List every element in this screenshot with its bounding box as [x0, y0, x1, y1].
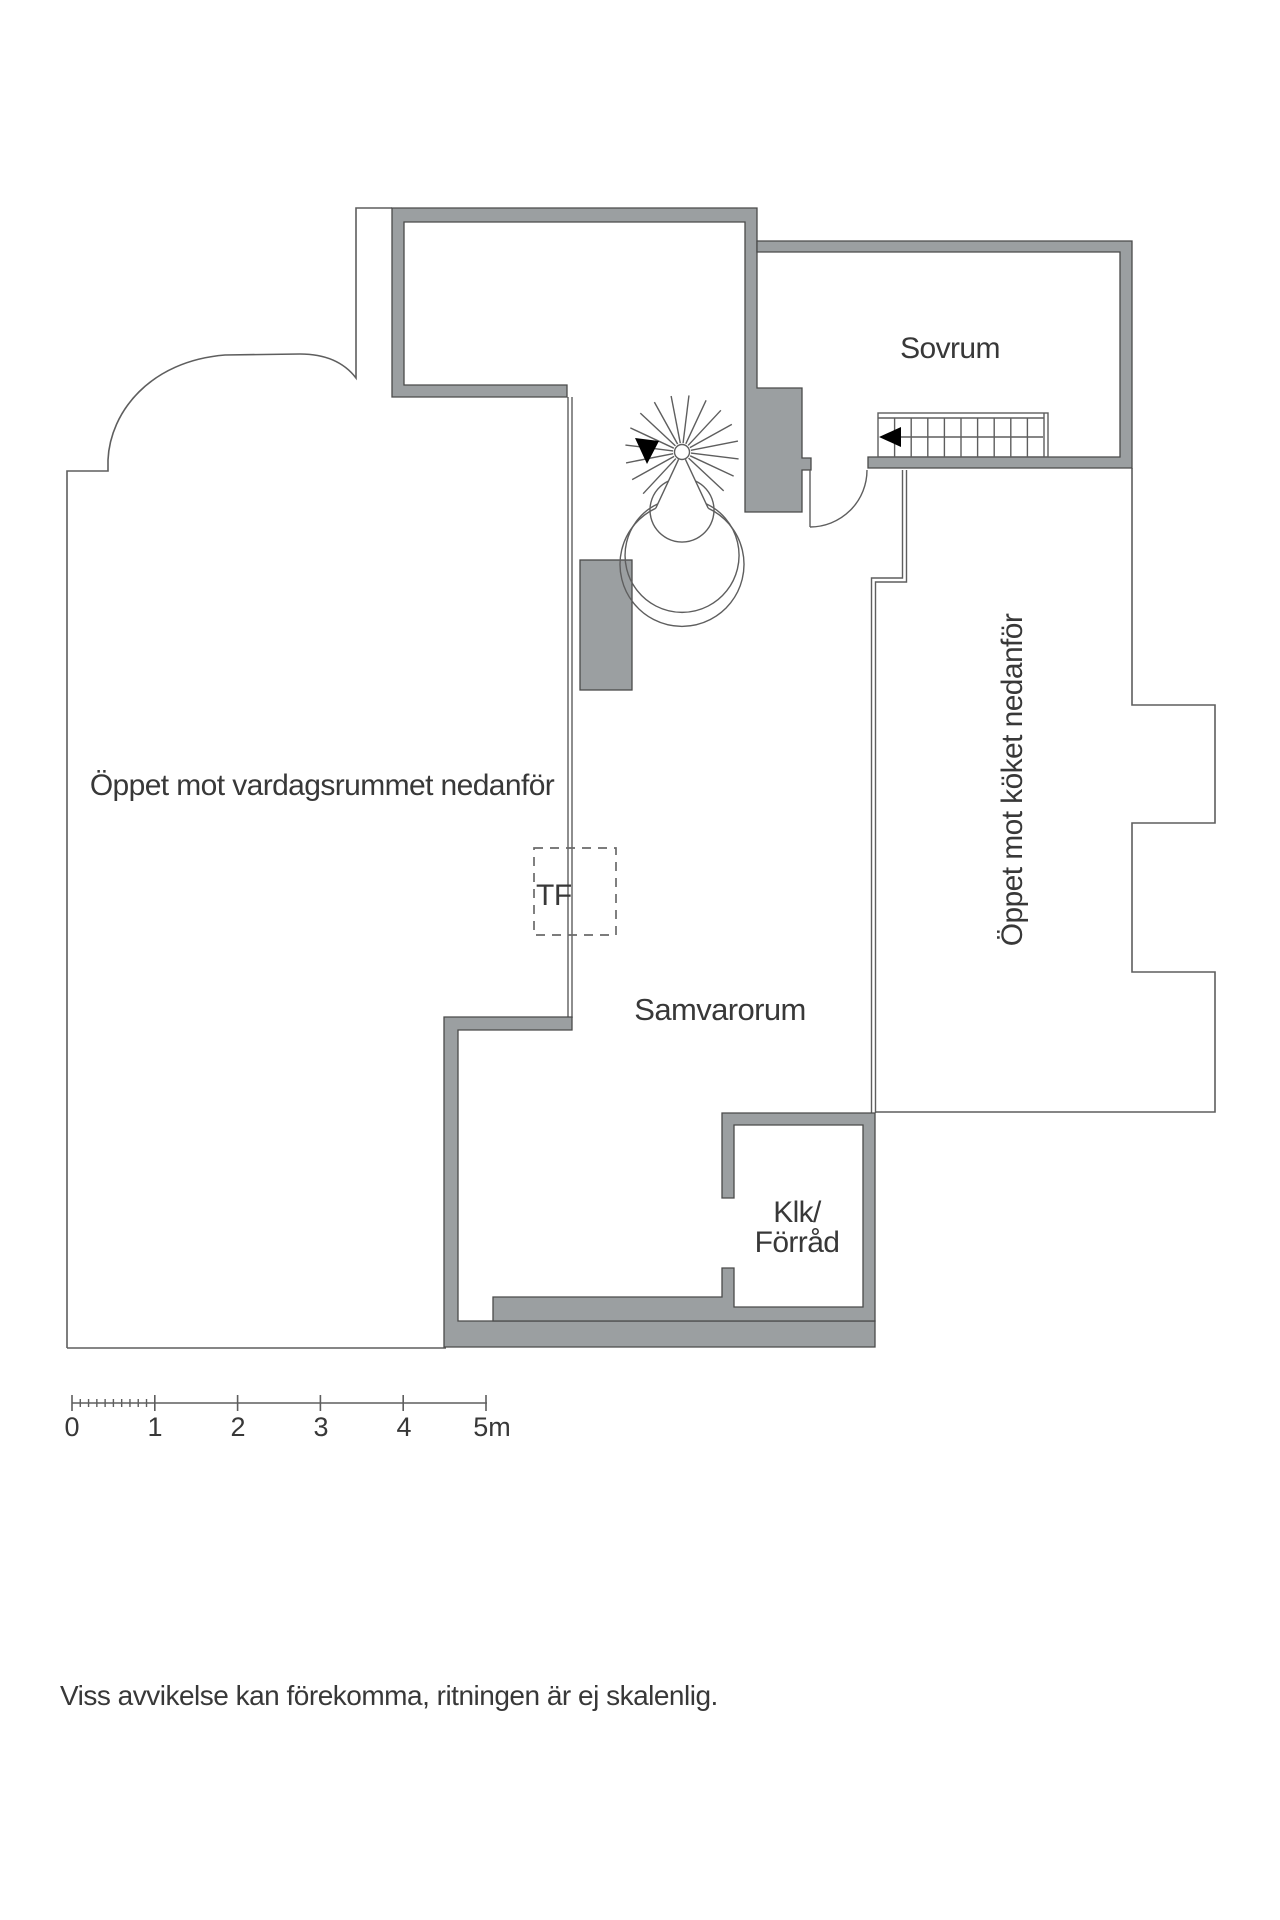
- scale-label-3: 3: [313, 1412, 328, 1442]
- pillar: [579, 559, 633, 691]
- spiral-outer-ring: [619, 507, 745, 628]
- railing-line: [870, 470, 904, 1113]
- wall-top-left-room: [391, 207, 812, 513]
- detail-line: [689, 455, 734, 477]
- label-open-right: Öppet mot köket nedanför: [996, 613, 1029, 946]
- detail-line: [639, 412, 676, 447]
- detail-line: [653, 401, 679, 445]
- stairwell-railing-right: [870, 470, 908, 1113]
- wall-bottom-left: [443, 1016, 876, 1348]
- spiral-staircase: [619, 395, 745, 628]
- scale-label-2: 2: [230, 1412, 245, 1442]
- detail-line: [630, 427, 675, 449]
- scale-label-0: 0: [64, 1412, 79, 1442]
- detail-line: [682, 395, 690, 444]
- scale-label-4: 4: [396, 1412, 411, 1442]
- detail-line: [687, 409, 722, 446]
- wall-sovrum: [756, 240, 1133, 469]
- spiral-direction-arrow-icon: [635, 438, 659, 464]
- detail-line: [690, 440, 739, 451]
- spiral-inner-ring: [624, 503, 740, 614]
- scale-label-5m: 5m: [473, 1412, 511, 1442]
- label-klk-line1: Klk/: [773, 1196, 822, 1229]
- spiral-mid-ring: [649, 480, 715, 543]
- disclaimer-text: Viss avvikelse kan förekomma, ritningen …: [60, 1680, 718, 1711]
- label-sovrum: Sovrum: [900, 332, 1000, 365]
- detail-line: [631, 455, 675, 481]
- label-klk-line2: Förråd: [755, 1226, 840, 1259]
- spiral-tail-edge: [655, 459, 680, 509]
- tf-label: TF: [536, 879, 572, 912]
- detail-line: [685, 400, 707, 445]
- stairwell-railing-left: [567, 397, 573, 1018]
- right-void-outline-path: [876, 468, 1216, 1113]
- room-labels: Sovrum Samvarorum Klk/ Förråd Öppet mot …: [90, 332, 1029, 1259]
- stair-outline: [877, 412, 1049, 458]
- scale-ticks: [71, 1395, 487, 1411]
- stair-direction-arrow-icon: [879, 427, 901, 447]
- label-open-left: Öppet mot vardagsrummet nedanför: [90, 769, 555, 802]
- scale-bar: 0 1 2 3 4 5m: [64, 1395, 511, 1442]
- label-samvarorum: Samvarorum: [634, 992, 805, 1027]
- straight-staircase: [877, 412, 1049, 458]
- detail-line: [689, 423, 733, 449]
- detail-line: [690, 452, 739, 460]
- detail-line: [642, 458, 677, 495]
- tf-dashed-box: [533, 847, 617, 936]
- scale-label-1: 1: [147, 1412, 162, 1442]
- spiral-tail-edge: [684, 459, 709, 509]
- open-left-outline: [66, 207, 446, 1349]
- wall-klk: [492, 1112, 876, 1322]
- walls: [391, 207, 1133, 1348]
- left-room-outline-path: [66, 207, 392, 1348]
- detail-line: [670, 395, 681, 444]
- railing-line: [874, 470, 908, 1113]
- sovrum-door: [809, 469, 868, 528]
- tf-unit: TF: [533, 847, 617, 936]
- detail-line: [688, 457, 725, 492]
- open-right-outline: [876, 468, 1216, 1113]
- door-swing-arc: [809, 469, 868, 528]
- spiral-newel: [673, 443, 691, 461]
